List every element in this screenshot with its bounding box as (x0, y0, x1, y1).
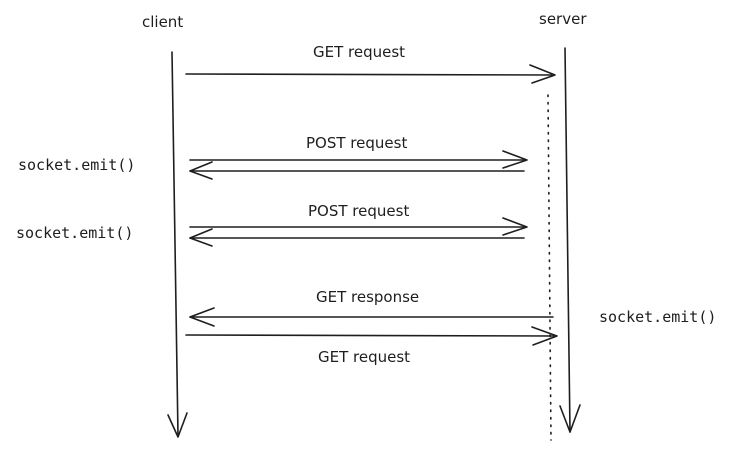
server-lifeline (559, 47, 581, 433)
socket-emit-note-2: socket.emit() (16, 224, 133, 242)
client-lifeline (167, 51, 188, 438)
message-get-request-2: GET request (185, 326, 558, 366)
server-dotted-line (547, 94, 552, 441)
message-label: POST request (308, 202, 409, 220)
message-label: GET request (318, 348, 410, 366)
message-label: GET request (313, 43, 405, 61)
message-get-response: GET response (189, 288, 554, 327)
socket-emit-note-1: socket.emit() (18, 156, 135, 174)
message-post-request-2: POST request (189, 202, 528, 247)
message-get-request-1: GET request (185, 43, 556, 84)
message-label: GET response (316, 288, 419, 306)
client-lane-title: client (142, 13, 183, 31)
message-label: POST request (306, 134, 407, 152)
message-post-request-1: POST request (189, 134, 528, 180)
socket-emit-note-3: socket.emit() (599, 308, 716, 326)
server-lane-title: server (539, 10, 587, 28)
